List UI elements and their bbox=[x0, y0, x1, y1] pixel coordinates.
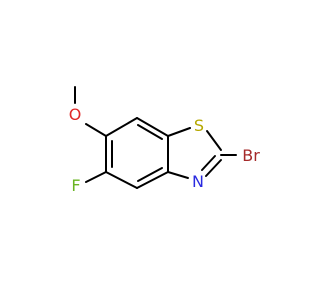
sulfur-atom-label: S bbox=[194, 116, 204, 135]
bond-c4-c5 bbox=[105, 171, 138, 189]
bond-c7a-s bbox=[167, 127, 191, 137]
bond-c5-f bbox=[85, 171, 107, 183]
nitrogen-atom-label: N bbox=[192, 172, 204, 191]
bond-c7-c7a bbox=[136, 117, 169, 137]
bond-c2-n-inner bbox=[201, 155, 216, 171]
bromine-atom-label: Br bbox=[242, 146, 260, 165]
bond-group bbox=[74, 86, 237, 189]
bond-c3a-c4-inner bbox=[137, 167, 163, 182]
bond-c6-o bbox=[85, 123, 107, 137]
fluorine-atom-label: F bbox=[71, 176, 80, 195]
bond-c3a-c4 bbox=[136, 171, 169, 189]
bond-c2-n bbox=[205, 159, 222, 177]
bond-c6-c7 bbox=[105, 117, 138, 137]
bond-s-c2 bbox=[206, 130, 222, 151]
molecule-drawing: S N O F Br bbox=[69, 86, 260, 195]
structure-canvas: S N O F Br bbox=[69, 86, 260, 195]
bond-n-c3a bbox=[167, 171, 189, 179]
oxygen-atom-label: O bbox=[69, 105, 82, 124]
bond-c7-c7a-inner bbox=[137, 124, 163, 140]
